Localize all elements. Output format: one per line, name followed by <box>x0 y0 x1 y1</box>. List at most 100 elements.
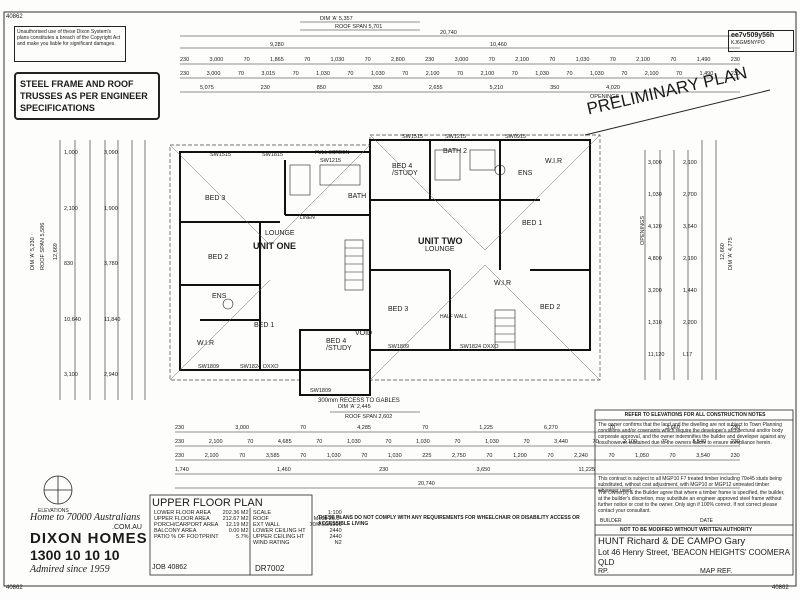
top-right-total: 10,460 <box>490 42 507 48</box>
dimension-value: 1,030 <box>387 453 402 459</box>
dimension-value: 1,490 <box>696 57 711 63</box>
dimension-value: 1,030 <box>535 71 549 77</box>
dimension-value: 230 <box>379 467 389 473</box>
dimension-value: L17 <box>683 352 693 358</box>
dimension-value: 70 <box>547 453 554 459</box>
row-value: Metal 20.0° <box>313 516 342 522</box>
corner-id-bottom-right: 40862 <box>772 585 789 591</box>
code-sub: KJ6GM5NYPO <box>731 40 765 46</box>
dimension-value: 1,460 <box>277 467 291 473</box>
dimension-value: 4,685 <box>277 439 292 445</box>
dimension-value: 3,015 <box>261 71 276 77</box>
right-overall: 12,660 <box>720 243 726 260</box>
top-roof-span: ROOF SPAN 5,701 <box>335 24 383 30</box>
dimension-value: 2,700 <box>683 192 697 198</box>
dimension-value: 1,030 <box>370 71 385 77</box>
dimension-value: 1,740 <box>175 467 189 473</box>
dimension-value: 6,270 <box>544 425 558 431</box>
dimension-value: 70 <box>549 57 556 63</box>
dimension-value: 3,000 <box>454 57 469 63</box>
dimension-value: 3,780 <box>104 261 118 267</box>
dimension-value: 70 <box>511 71 518 77</box>
row-value: 1:100 <box>327 510 342 516</box>
window-code: SW1515 <box>402 134 424 140</box>
dimension-value: 70 <box>523 439 530 445</box>
dimension-value: 5,075 <box>200 85 214 91</box>
code-value: ee7v509y56h <box>731 32 775 39</box>
linen-label: LINEN <box>300 215 315 221</box>
top-dim-a: DIM 'A' 5,357 <box>320 16 353 22</box>
dimension-value: 11,225 <box>578 467 595 473</box>
dimension-value: 2,750 <box>452 453 466 459</box>
notes-para-3: The Owner(s) & the Builder agree that wh… <box>598 490 785 514</box>
dimension-value: 70 <box>422 425 429 431</box>
row-label: PORCH/CARPORT AREA <box>154 522 219 528</box>
dimension-value: 230 <box>175 425 185 431</box>
disclaimer: THESE PLANS DO NOT COMPLY WITH ANY REQUI… <box>318 515 580 527</box>
notes-para-2: This contract is subject to all MGP10 F7… <box>598 476 782 494</box>
dimension-value: 11,840 <box>104 316 121 323</box>
client-map-ref: MAP REF. <box>700 568 733 575</box>
dimension-value: 4,020 <box>606 85 620 91</box>
code-box: ee7v509y56h KJ6GM5NYPO <box>728 30 794 52</box>
dimension-value: 70 <box>670 57 677 63</box>
dimension-value: 1,865 <box>270 57 284 63</box>
window-code: SW1809 <box>310 388 332 394</box>
dimension-value: 2,100 <box>623 439 638 445</box>
client-address: Lot 46 Henry Street, 'BEACON HEIGHTS' CO… <box>598 548 790 557</box>
dimension-value: 4,800 <box>648 256 662 262</box>
dimension-value: 3,650 <box>476 467 491 473</box>
dimension-value: 2,940 <box>104 372 118 378</box>
room-bath2-right: BATH 2 <box>443 148 467 155</box>
dimension-value: 1,200 <box>513 453 527 459</box>
dimension-value: 2,655 <box>428 85 443 91</box>
room-bed4-left: BED 4 /STUDY <box>326 338 352 352</box>
row-label: ROOF <box>253 516 269 522</box>
dimension-value: 70 <box>237 71 244 77</box>
plan-title: UPPER FLOOR PLAN <box>152 497 263 509</box>
dimension-value: 1,030 <box>589 71 604 77</box>
room-lounge-right: LOUNGE <box>425 246 455 253</box>
left-dim-a: DIM 'A' 5,230 <box>30 237 36 270</box>
row-value: N2 <box>334 540 342 546</box>
top-left-total: 9,280 <box>270 42 284 48</box>
bottom-overall: 20,740 <box>418 481 435 487</box>
dimension-value: 230 <box>425 57 435 63</box>
row-label: BALCONY AREA <box>154 528 197 534</box>
dimension-value: 2,190 <box>683 256 697 262</box>
window-code: SW1215 <box>445 134 467 140</box>
dimension-value: 230 <box>730 71 740 77</box>
window-code: SW1215 <box>320 158 342 164</box>
dimension-value: 2,800 <box>391 57 405 63</box>
dimension-value: 70 <box>385 439 392 445</box>
dimension-value: 2,240 <box>574 453 588 459</box>
dimension-value: 3,660 <box>666 425 680 431</box>
bottom-roof-span: ROOF SPAN 2,602 <box>345 414 393 420</box>
dimension-value: 1,030 <box>575 57 590 63</box>
row-label: PATIO % OF FOOTPRINT <box>154 534 219 540</box>
room-ens-left: ENS <box>212 293 227 300</box>
unit-one-label: UNIT ONE <box>253 241 297 251</box>
row-value: 2440 <box>329 528 342 534</box>
window-code: SW1515 <box>210 152 232 158</box>
dimension-value: 3,540 <box>696 453 710 459</box>
notes-para-1: The owner confirms that the land and the… <box>598 422 786 446</box>
dimension-value: 1,900 <box>104 205 118 212</box>
dimension-value: 3,000 <box>206 71 221 77</box>
left-overall: 12,669 <box>53 243 59 260</box>
window-code: SW1809 <box>388 344 410 350</box>
corner-id-top-left: 40862 <box>6 14 23 20</box>
dimension-value: 70 <box>669 453 676 459</box>
dimension-value: 11,120 <box>648 352 665 358</box>
dimension-value: 2,100 <box>204 453 219 459</box>
dimension-value: 230 <box>175 439 185 445</box>
dimension-value: 1,030 <box>326 453 341 459</box>
